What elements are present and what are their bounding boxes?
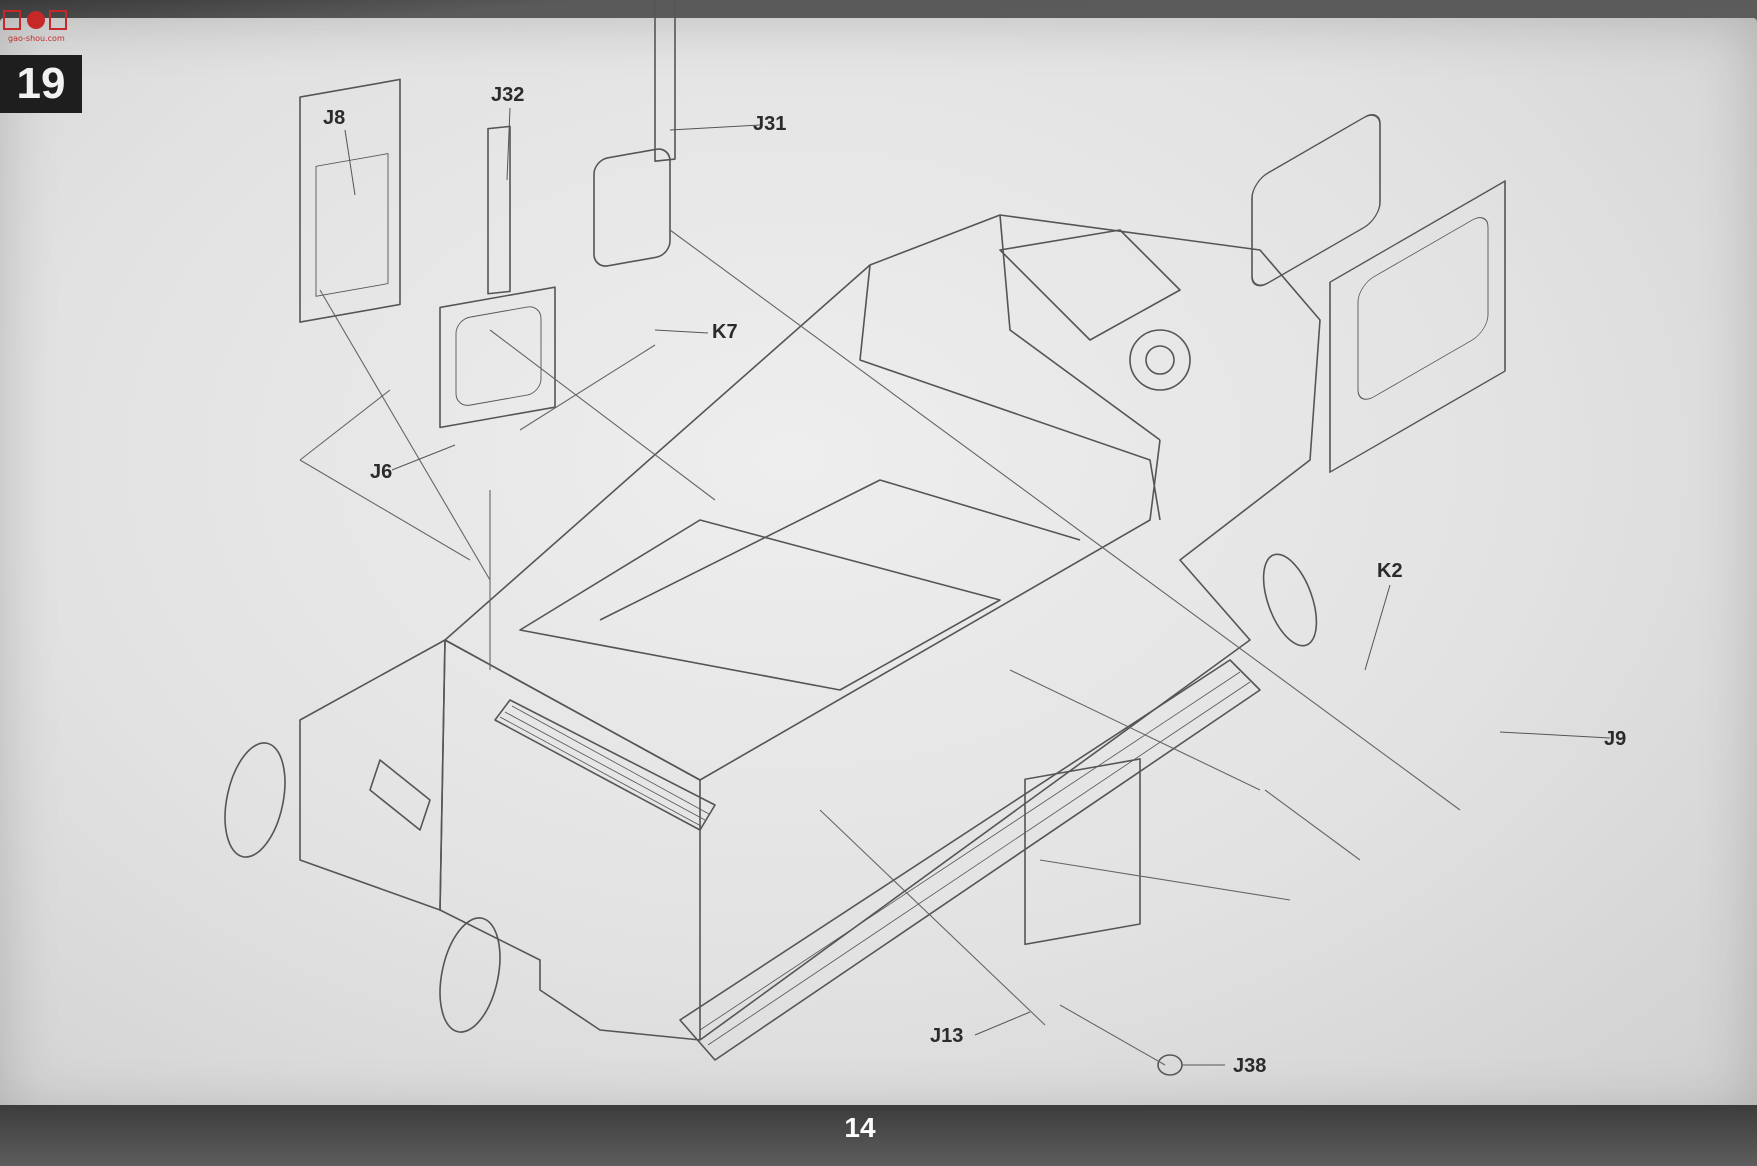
part-J9-shape bbox=[1329, 180, 1506, 474]
watermark-logo-icon bbox=[3, 10, 67, 30]
part-K2-shape bbox=[1251, 114, 1381, 287]
watermark-text: gao-shou.com bbox=[8, 34, 65, 43]
part-J6-shape bbox=[439, 286, 556, 429]
part-K7-shape bbox=[593, 148, 671, 267]
part-J31-shape bbox=[654, 0, 676, 162]
engine-bay-bulkhead bbox=[859, 264, 1161, 521]
part-J32-shape bbox=[487, 125, 511, 295]
part-label-j31: J31 bbox=[753, 113, 787, 135]
part-label-j13: J13 bbox=[930, 1025, 964, 1047]
bow-tow-hook bbox=[369, 759, 431, 831]
leader-lines bbox=[299, 229, 1461, 1066]
part-label-j9: J9 bbox=[1604, 728, 1627, 750]
radiator-slats bbox=[499, 705, 710, 827]
hull-front-face bbox=[444, 639, 701, 1040]
front-light-right bbox=[439, 917, 501, 1033]
engine-deck-hatch bbox=[1129, 329, 1191, 391]
rear-compartment bbox=[999, 214, 1161, 441]
page-number: 14 bbox=[844, 1112, 876, 1143]
step-number-badge: 19 bbox=[0, 55, 82, 113]
part-J13-shape bbox=[1024, 758, 1141, 946]
part-label-k7: K7 bbox=[712, 321, 738, 343]
page-footer-bar bbox=[0, 1105, 1757, 1166]
part-label-k2: K2 bbox=[1377, 560, 1403, 582]
site-watermark-logo: gao-shou.com bbox=[2, 8, 70, 44]
part-label-j38: J38 bbox=[1233, 1055, 1267, 1077]
track-links bbox=[699, 671, 1251, 1046]
part-label-j8: J8 bbox=[323, 107, 346, 129]
interior-floor-line bbox=[599, 479, 1081, 621]
rear-side-bracket bbox=[1262, 553, 1318, 647]
hull-outline bbox=[439, 214, 1321, 1041]
bow-plate bbox=[299, 639, 446, 911]
interior-wall bbox=[519, 519, 1001, 691]
part-J38-shape bbox=[1157, 1054, 1183, 1076]
track-outline bbox=[679, 659, 1261, 1061]
part-label-j6: J6 bbox=[370, 461, 393, 483]
turret-hatch-frame bbox=[999, 229, 1181, 341]
part-label-j32: J32 bbox=[491, 84, 525, 106]
part-J8-shape bbox=[299, 78, 401, 323]
callout-lines bbox=[344, 107, 1611, 1066]
front-light-left bbox=[224, 742, 286, 858]
radiator-grille bbox=[494, 699, 716, 831]
